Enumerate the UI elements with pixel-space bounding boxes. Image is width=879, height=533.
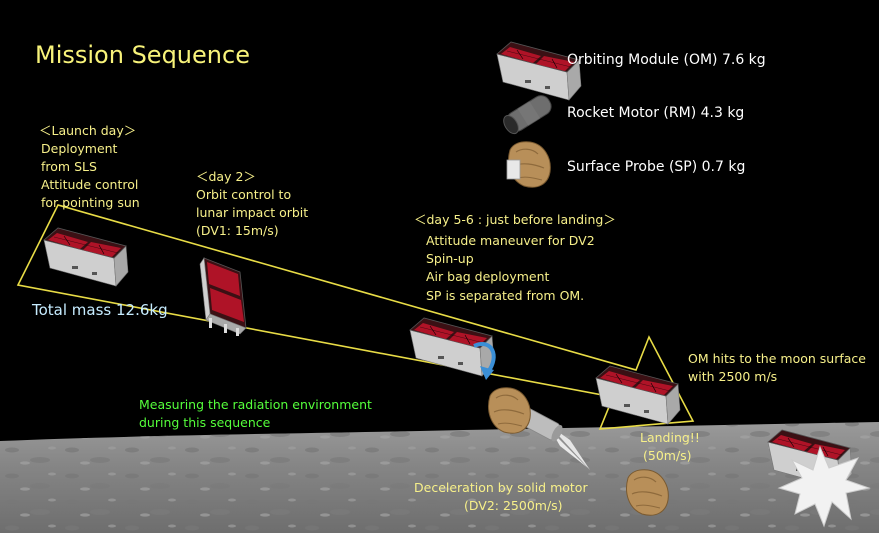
deceleration-note: (DV2: 2500m/s) bbox=[464, 498, 563, 513]
legend-label-rm: Rocket Motor (RM) 4.3 kg bbox=[567, 105, 745, 121]
page-title: Mission Sequence bbox=[35, 41, 250, 69]
launch-day-heading: ＜Launch day＞ bbox=[39, 123, 137, 138]
day2-line: Orbit control to bbox=[196, 187, 292, 202]
total-mass-label: Total mass 12.6kg bbox=[32, 301, 168, 319]
impact-note: OM hits to the moon surface bbox=[688, 351, 866, 366]
day56-line: Spin-up bbox=[426, 251, 474, 266]
probe-with-motor-icon bbox=[487, 387, 590, 470]
impact-burst-icon bbox=[777, 445, 871, 528]
legend-label-sp: Surface Probe (SP) 0.7 kg bbox=[567, 159, 746, 175]
day2-line: lunar impact orbit bbox=[196, 205, 309, 220]
om-launch-icon bbox=[43, 227, 129, 287]
launch-day-line: from SLS bbox=[41, 159, 97, 174]
om-final-icon bbox=[595, 365, 681, 425]
om-day2-icon bbox=[199, 257, 247, 336]
day2-line: (DV1: 15m/s) bbox=[196, 223, 279, 238]
radiation-note: Measuring the radiation environment bbox=[139, 397, 372, 412]
legend-label-om: Orbiting Module (OM) 7.6 kg bbox=[567, 52, 766, 68]
day56-line: Attitude maneuver for DV2 bbox=[426, 233, 595, 248]
landing-note: Landing!! bbox=[640, 430, 700, 445]
moon-surface bbox=[0, 422, 879, 533]
launch-day-line: for pointing sun bbox=[41, 195, 140, 210]
day56-line: Air bag deployment bbox=[426, 269, 550, 284]
rocket-motor-icon bbox=[503, 95, 552, 135]
launch-day-line: Deployment bbox=[41, 141, 118, 156]
day56-heading: ＜day 5-6 : just before landing＞ bbox=[414, 212, 616, 227]
impact-note: with 2500 m/s bbox=[688, 369, 778, 384]
spin-arrow-icon bbox=[473, 342, 496, 374]
deceleration-note: Deceleration by solid motor bbox=[414, 480, 588, 495]
surface-probe-icon bbox=[506, 141, 551, 188]
day2-heading: ＜day 2＞ bbox=[196, 169, 256, 184]
landing-note: (50m/s) bbox=[643, 448, 692, 463]
day56-line: SP is separated from OM. bbox=[426, 288, 585, 303]
radiation-note: during this sequence bbox=[139, 415, 271, 430]
launch-day-line: Attitude control bbox=[41, 177, 139, 192]
